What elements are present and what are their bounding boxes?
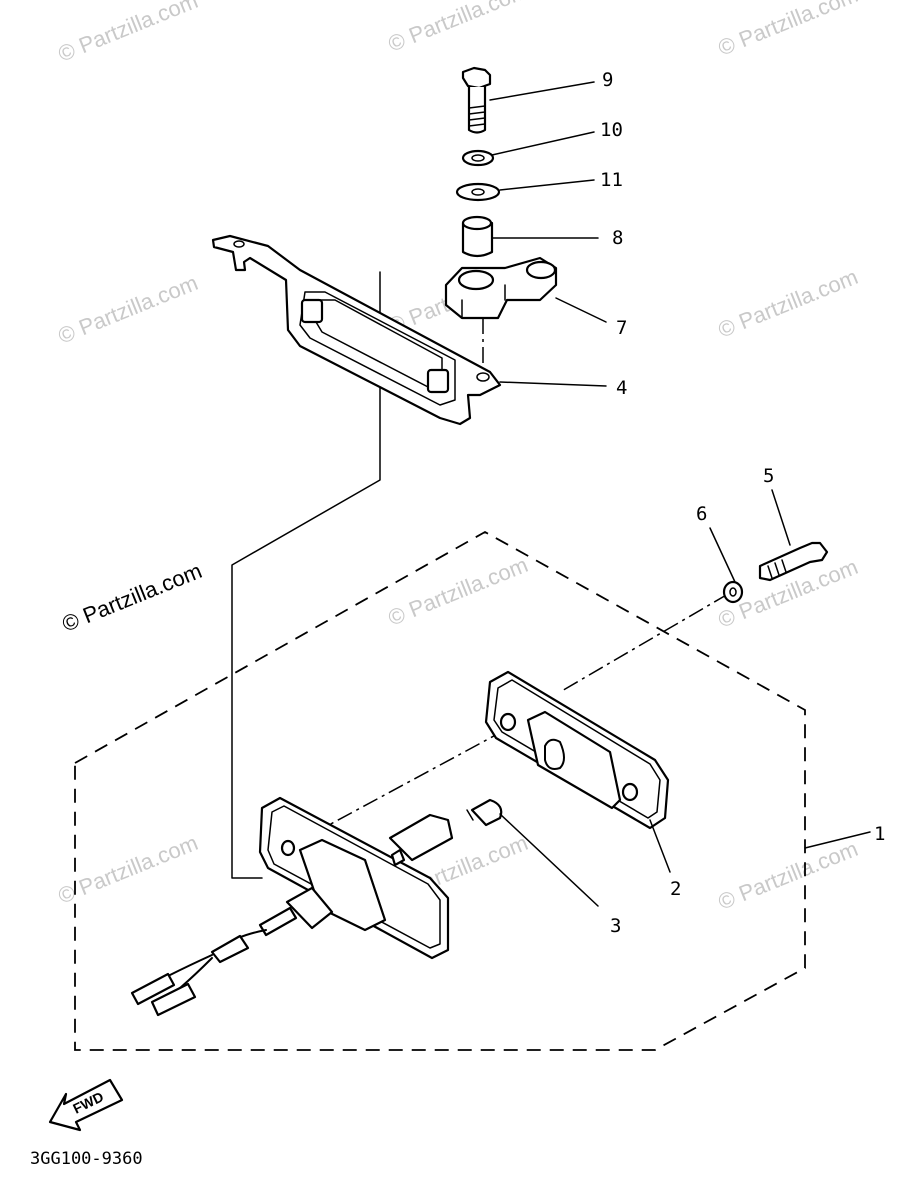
alignment-line-screw xyxy=(559,593,729,693)
part-11-washer xyxy=(455,182,501,202)
watermark-prominent: © Partzilla.com xyxy=(59,558,206,637)
watermark: © Partzilla.com xyxy=(55,270,202,349)
diagram-code: 3GG100-9360 xyxy=(30,1149,143,1169)
callout-numbers: 9 10 11 8 7 4 5 6 1 2 3 xyxy=(600,69,885,937)
watermark: © Partzilla.com xyxy=(715,836,862,915)
watermark: © Partzilla.com xyxy=(385,0,532,57)
part-6-washer xyxy=(722,580,744,604)
callout-5: 5 xyxy=(763,465,774,487)
part-7-stay xyxy=(444,256,558,320)
callout-3: 3 xyxy=(610,915,621,937)
callout-8: 8 xyxy=(612,227,623,249)
watermark: © Partzilla.com xyxy=(55,0,202,67)
callout-6: 6 xyxy=(696,503,707,525)
part-5-screw xyxy=(758,541,829,582)
callout-10: 10 xyxy=(600,119,623,141)
part-10-lock-washer xyxy=(461,149,495,167)
watermark: © Partzilla.com xyxy=(55,830,202,909)
watermarks: © Partzilla.com © Partzilla.com © Partzi… xyxy=(55,0,862,915)
part-3-bulb xyxy=(466,798,503,827)
callout-11: 11 xyxy=(600,169,623,191)
callout-1: 1 xyxy=(874,823,885,845)
callout-4: 4 xyxy=(616,377,627,399)
watermark: © Partzilla.com xyxy=(715,0,862,61)
leader-lines xyxy=(489,81,871,907)
reference-line xyxy=(231,271,381,879)
part-9-bolt xyxy=(461,66,492,134)
callout-2: 2 xyxy=(670,878,681,900)
assembly-outline xyxy=(74,530,806,1051)
lamp-housing xyxy=(130,796,454,1017)
callout-9: 9 xyxy=(602,69,613,91)
part-2-lens xyxy=(484,670,670,830)
watermark: © Partzilla.com xyxy=(385,552,532,631)
part-8-collar xyxy=(461,215,494,258)
callout-7: 7 xyxy=(616,317,627,339)
watermark: © Partzilla.com xyxy=(715,264,862,343)
fwd-arrow: FWD xyxy=(48,1078,124,1132)
part-4-bracket xyxy=(211,234,502,426)
